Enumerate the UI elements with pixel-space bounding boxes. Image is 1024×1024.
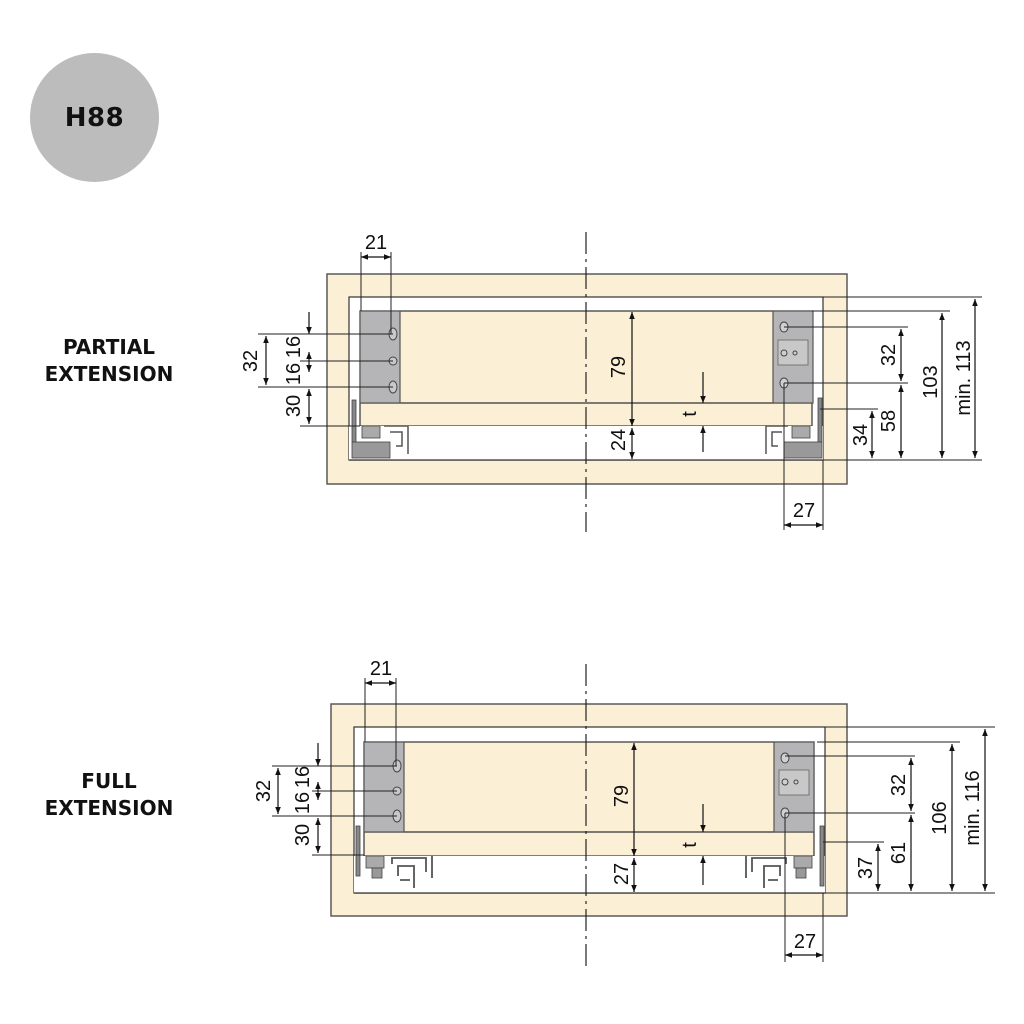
dim-inner-height: 103	[920, 365, 942, 398]
dim-rear-hole-span: 32	[888, 774, 910, 796]
model-badge-text: H88	[64, 102, 125, 133]
rear-bracket-right	[765, 310, 823, 459]
dim-hole-span: 32	[253, 780, 275, 802]
dim-min-height: min. 116	[962, 770, 984, 845]
dim-min-height: min. 113	[953, 340, 975, 415]
dim-rear-hole-span: 32	[878, 344, 900, 366]
dim-thickness: t	[679, 842, 701, 848]
dim-bottom-clear: 27	[611, 863, 633, 885]
dim-drawer-height: 79	[611, 785, 633, 807]
dim-inner-height: 106	[929, 801, 951, 834]
title-line-2: EXTENSION	[44, 796, 174, 820]
full-extension-drawing: 21 32 16 16 30 79 27 t 32 61 37 106	[253, 658, 995, 970]
dim-bottom-offset: 30	[292, 824, 314, 846]
title-line-1: PARTIAL	[62, 335, 156, 359]
dim-side-gap: 21	[365, 232, 387, 254]
dim-hole-pitch-b: 16	[283, 363, 305, 385]
dim-lower-hole-height: 58	[878, 410, 900, 432]
model-badge: H88	[30, 53, 159, 182]
title-line-2: EXTENSION	[44, 362, 174, 386]
drawer-box	[363, 741, 815, 857]
dim-rail-height: 37	[855, 857, 877, 879]
dim-bottom-offset: 30	[283, 395, 305, 417]
dim-lower-hole-height: 61	[888, 842, 910, 864]
dim-hole-span: 32	[240, 350, 262, 372]
dim-hole-pitch-a: 16	[292, 766, 314, 788]
dim-bottom-clear: 24	[608, 429, 630, 451]
dim-rail-width: 27	[793, 500, 815, 522]
rear-bracket-right	[745, 741, 825, 888]
title-line-1: FULL	[81, 769, 137, 793]
partial-extension-title: PARTIAL EXTENSION	[14, 334, 204, 388]
dim-rail-height: 34	[850, 424, 872, 446]
partial-extension-drawing: 21 32 16 16 30 79 24 t 32 58 34	[240, 232, 982, 532]
dim-hole-pitch-a: 16	[283, 336, 305, 358]
front-bracket-left	[351, 310, 409, 459]
dim-hole-pitch-b: 16	[292, 792, 314, 814]
dim-thickness: t	[679, 411, 701, 417]
dim-side-gap: 21	[370, 658, 392, 680]
full-extension-title: FULL EXTENSION	[14, 768, 204, 822]
dim-rail-width: 27	[794, 931, 816, 953]
front-bracket-left	[355, 741, 433, 888]
dim-drawer-height: 79	[608, 356, 630, 378]
